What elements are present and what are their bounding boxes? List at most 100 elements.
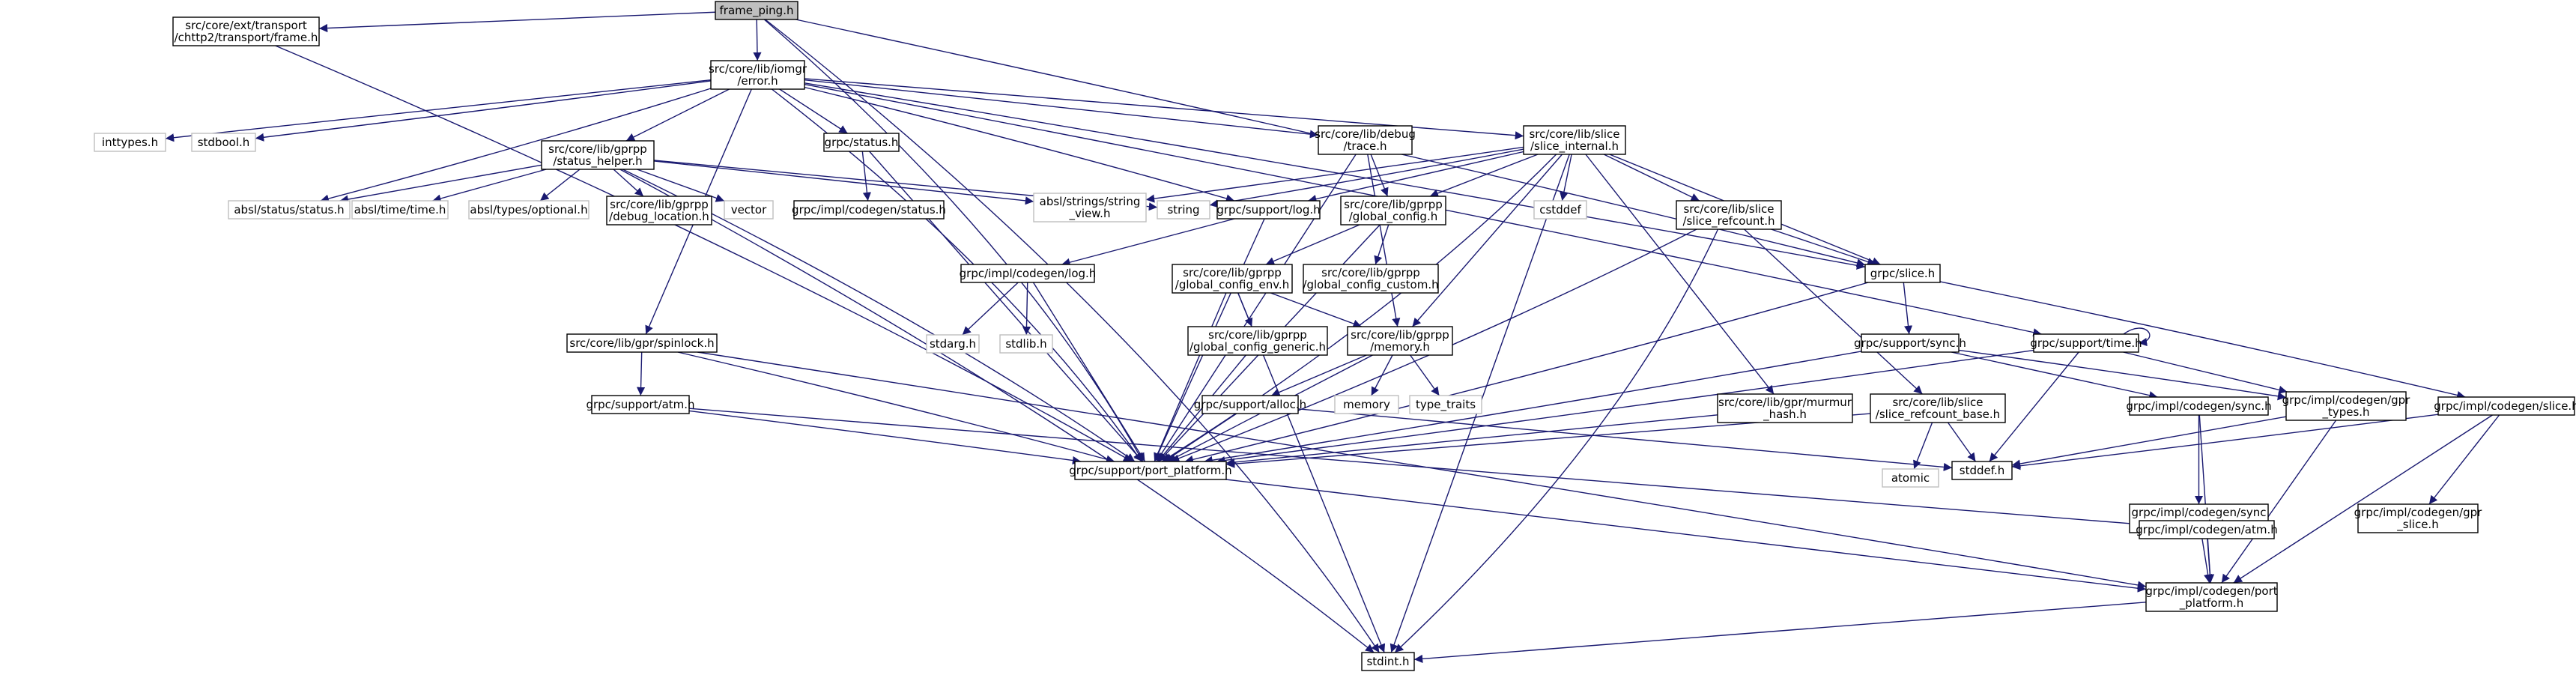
node-label: /debug_location.h	[609, 210, 709, 224]
edge-slice_refcount-to-slice_refcount_base	[1744, 228, 1923, 395]
edge-status_helper-to-stdint	[619, 169, 1375, 653]
node-box	[2437, 396, 2575, 416]
node-label: /global_config_custom.h	[1303, 278, 1438, 292]
edge-status_helper-to-vector	[637, 169, 725, 202]
node-global_config_generic[interactable]: src/core/lib/gprpp/global_config_generic…	[1187, 326, 1328, 356]
node-support_atm[interactable]: grpc/support/atm.h	[586, 395, 695, 414]
node-box	[1201, 395, 1299, 414]
node-frame[interactable]: src/core/ext/transport/chttp2/transport/…	[172, 16, 320, 46]
node-label: grpc/impl/codegen/sync.h	[2126, 399, 2271, 413]
node-box	[1157, 200, 1210, 220]
node-codegen_port_platform[interactable]: grpc/impl/codegen/port_platform.h	[2145, 582, 2278, 612]
node-label: stdint.h	[1366, 655, 1409, 668]
edge-codegen_slice-to-gpr_slice	[2428, 414, 2500, 505]
edge-grpc_slice-to-support_sync	[1903, 282, 1913, 335]
node-support_log[interactable]: grpc/support/log.h	[1216, 200, 1321, 220]
node-stdbool: stdbool.h	[191, 133, 256, 152]
node-box	[1334, 395, 1399, 414]
node-frame_ping[interactable]: frame_ping.h	[715, 1, 798, 20]
node-murmur_hash[interactable]: src/core/lib/gpr/murmur_hash.h	[1717, 393, 1853, 423]
edge-slice_internal-to-global_config	[1429, 154, 1539, 198]
edge-global_config-to-global_config_env	[1265, 224, 1360, 265]
node-absl_optional: absl/types/optional.h	[468, 200, 590, 220]
node-box	[1533, 200, 1587, 220]
node-box	[724, 200, 774, 220]
node-label: grpc/impl/codegen/slice.h	[2434, 399, 2576, 413]
edge-slice_refcount-to-grpc_slice	[1771, 228, 1876, 266]
edge-error-to-inttypes	[165, 79, 712, 142]
node-box	[2139, 520, 2275, 539]
node-vector: vector	[724, 200, 774, 220]
node-box	[1340, 196, 1446, 225]
edge-global_config_env-to-port_platform	[1154, 292, 1227, 462]
node-label: /slice_refcount_base.h	[1876, 408, 2000, 422]
node-label: /memory.h	[1370, 340, 1430, 354]
edge-codegen_log-to-stdarg	[962, 282, 1019, 336]
node-label: absl/time/time.h	[354, 203, 446, 217]
node-global_config[interactable]: src/core/lib/gprpp/global_config.h	[1340, 196, 1446, 225]
node-box	[926, 334, 980, 354]
node-label: grpc/impl/codegen/log.h	[960, 267, 1097, 280]
node-box	[1187, 326, 1328, 356]
edge-support_alloc-to-stddef	[1297, 408, 1953, 471]
node-box	[1409, 395, 1482, 414]
node-codegen_status[interactable]: grpc/impl/codegen/status.h	[792, 200, 946, 220]
edge-gpr_types-to-codegen_port_platform	[2221, 420, 2337, 584]
node-codegen_sync[interactable]: grpc/impl/codegen/sync.h	[2126, 396, 2272, 416]
node-gpr_slice[interactable]: grpc/impl/codegen/gpr_slice.h	[2354, 503, 2483, 533]
node-codegen_log[interactable]: grpc/impl/codegen/log.h	[960, 264, 1097, 283]
node-slice_refcount[interactable]: src/core/lib/slice/slice_refcount.h	[1676, 200, 1782, 230]
node-box	[468, 200, 590, 220]
node-label: _types.h	[2321, 405, 2369, 420]
node-box	[351, 200, 449, 220]
node-box	[1074, 461, 1227, 480]
node-box	[710, 60, 805, 90]
edge-debug_trace-to-gprpp_memory	[1367, 154, 1401, 327]
node-box	[1172, 264, 1293, 294]
node-label: grpc/impl/codegen/status.h	[792, 203, 946, 217]
edge-support_time-to-port_platform	[1216, 349, 2034, 465]
node-codegen_slice[interactable]: grpc/impl/codegen/slice.h	[2434, 396, 2576, 416]
node-box	[715, 1, 798, 20]
edge-grpc_status-to-codegen_status	[861, 151, 871, 202]
node-cstddef: cstddef	[1533, 200, 1587, 220]
node-label: src/core/lib/debug	[1315, 127, 1416, 141]
node-grpc_status[interactable]: grpc/status.h	[823, 133, 900, 152]
node-grpc_slice[interactable]: grpc/slice.h	[1864, 264, 1941, 283]
node-port_platform[interactable]: grpc/support/port_platform.h	[1069, 461, 1232, 480]
edge-slice_refcount_base-to-stddef	[1947, 422, 1977, 462]
node-support_sync[interactable]: grpc/support/sync.h	[1854, 333, 1966, 353]
node-global_config_env[interactable]: src/core/lib/gprpp/global_config_env.h	[1172, 264, 1293, 294]
edge-slice_internal-to-string	[1209, 148, 1524, 208]
edge-support_atm-to-codegen_atm	[688, 408, 2140, 528]
node-stdint[interactable]: stdint.h	[1361, 652, 1415, 671]
node-debug_location[interactable]: src/core/lib/gprpp/debug_location.h	[606, 196, 712, 225]
node-atomic: atomic	[1882, 468, 1939, 488]
node-box	[94, 133, 166, 152]
node-label: src/core/lib/gpr/murmur	[1718, 396, 1852, 409]
node-global_config_custom[interactable]: src/core/lib/gprpp/global_config_custom.…	[1303, 264, 1439, 294]
node-slice_refcount_base[interactable]: src/core/lib/slice/slice_refcount_base.h	[1870, 393, 2006, 423]
node-label: stddef.h	[1960, 464, 2004, 477]
node-support_alloc[interactable]: grpc/support/alloc.h	[1194, 395, 1306, 414]
edge-grpc_slice-to-port_platform	[1184, 282, 1869, 464]
node-error[interactable]: src/core/lib/iomgr/error.h	[709, 60, 807, 90]
edge-frame_ping-to-stdint	[765, 19, 1380, 653]
edge-support_atm-to-port_platform	[688, 410, 1082, 465]
node-gprpp_memory[interactable]: src/core/lib/gprpp/memory.h	[1347, 326, 1453, 356]
node-box	[591, 395, 690, 414]
node-box	[999, 334, 1053, 354]
node-label: cstddef	[1539, 203, 1581, 217]
node-gpr_types[interactable]: grpc/impl/codegen/gpr_types.h	[2282, 391, 2411, 421]
node-codegen_atm[interactable]: grpc/impl/codegen/atm.h	[2136, 520, 2278, 539]
edge-codegen_slice-to-codegen_port_platform	[2233, 414, 2493, 584]
node-support_time[interactable]: grpc/support/time.h	[2030, 333, 2142, 353]
node-memory: memory	[1334, 395, 1399, 414]
node-label: stdarg.h	[930, 337, 976, 351]
node-status_helper[interactable]: src/core/lib/gprpp/status_helper.h	[541, 140, 655, 170]
node-spinlock[interactable]: src/core/lib/gpr/spinlock.h	[566, 333, 718, 353]
node-slice_internal[interactable]: src/core/lib/slice/slice_internal.h	[1523, 125, 1626, 155]
node-debug_trace[interactable]: src/core/lib/debug/trace.h	[1315, 125, 1416, 155]
edge-error-to-support_log	[804, 86, 1235, 203]
node-stddef[interactable]: stddef.h	[1951, 461, 2013, 480]
